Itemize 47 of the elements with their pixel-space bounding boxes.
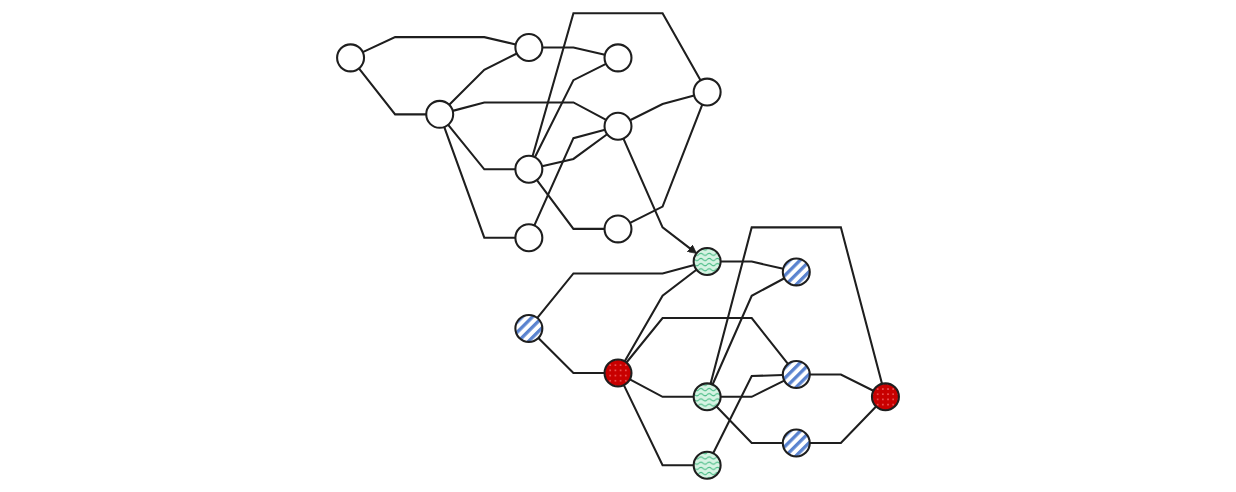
connector [629, 94, 695, 122]
node-circle [692, 382, 722, 412]
connector [542, 46, 606, 56]
node-circle [514, 33, 544, 62]
node-circle [425, 99, 455, 129]
node-circle [514, 223, 544, 253]
node-circle [870, 382, 900, 412]
node-circle [603, 43, 633, 73]
node-circle [692, 450, 722, 480]
connector [537, 337, 605, 374]
connector [362, 36, 516, 54]
connector [720, 260, 784, 270]
connector [443, 126, 516, 239]
connector [622, 384, 694, 467]
connector [623, 268, 698, 362]
node-circle [692, 77, 722, 107]
node-circle [781, 428, 811, 458]
connector [541, 133, 608, 168]
connector [709, 226, 883, 385]
connector [629, 378, 694, 398]
arrow [622, 138, 697, 254]
node-circle [336, 43, 366, 73]
connector [712, 373, 783, 454]
connector [711, 277, 785, 385]
connector [447, 124, 516, 171]
connector [625, 317, 789, 365]
connector [358, 67, 427, 116]
node-circle [692, 247, 722, 277]
connector [533, 62, 607, 158]
connector [533, 128, 606, 226]
node-circle [603, 214, 633, 244]
node-circle [603, 358, 633, 388]
connector [536, 179, 605, 230]
node-circle [514, 313, 544, 343]
connector [448, 52, 518, 106]
node-circle [514, 154, 544, 184]
node-circle [603, 111, 633, 141]
connector [629, 104, 704, 224]
node-circle [781, 257, 811, 287]
connector [809, 405, 877, 444]
connector [531, 12, 702, 157]
connector [715, 405, 783, 444]
connector [536, 264, 695, 319]
connector [809, 373, 874, 392]
connector [720, 379, 785, 398]
node-circle [781, 360, 811, 390]
connector [452, 101, 607, 121]
